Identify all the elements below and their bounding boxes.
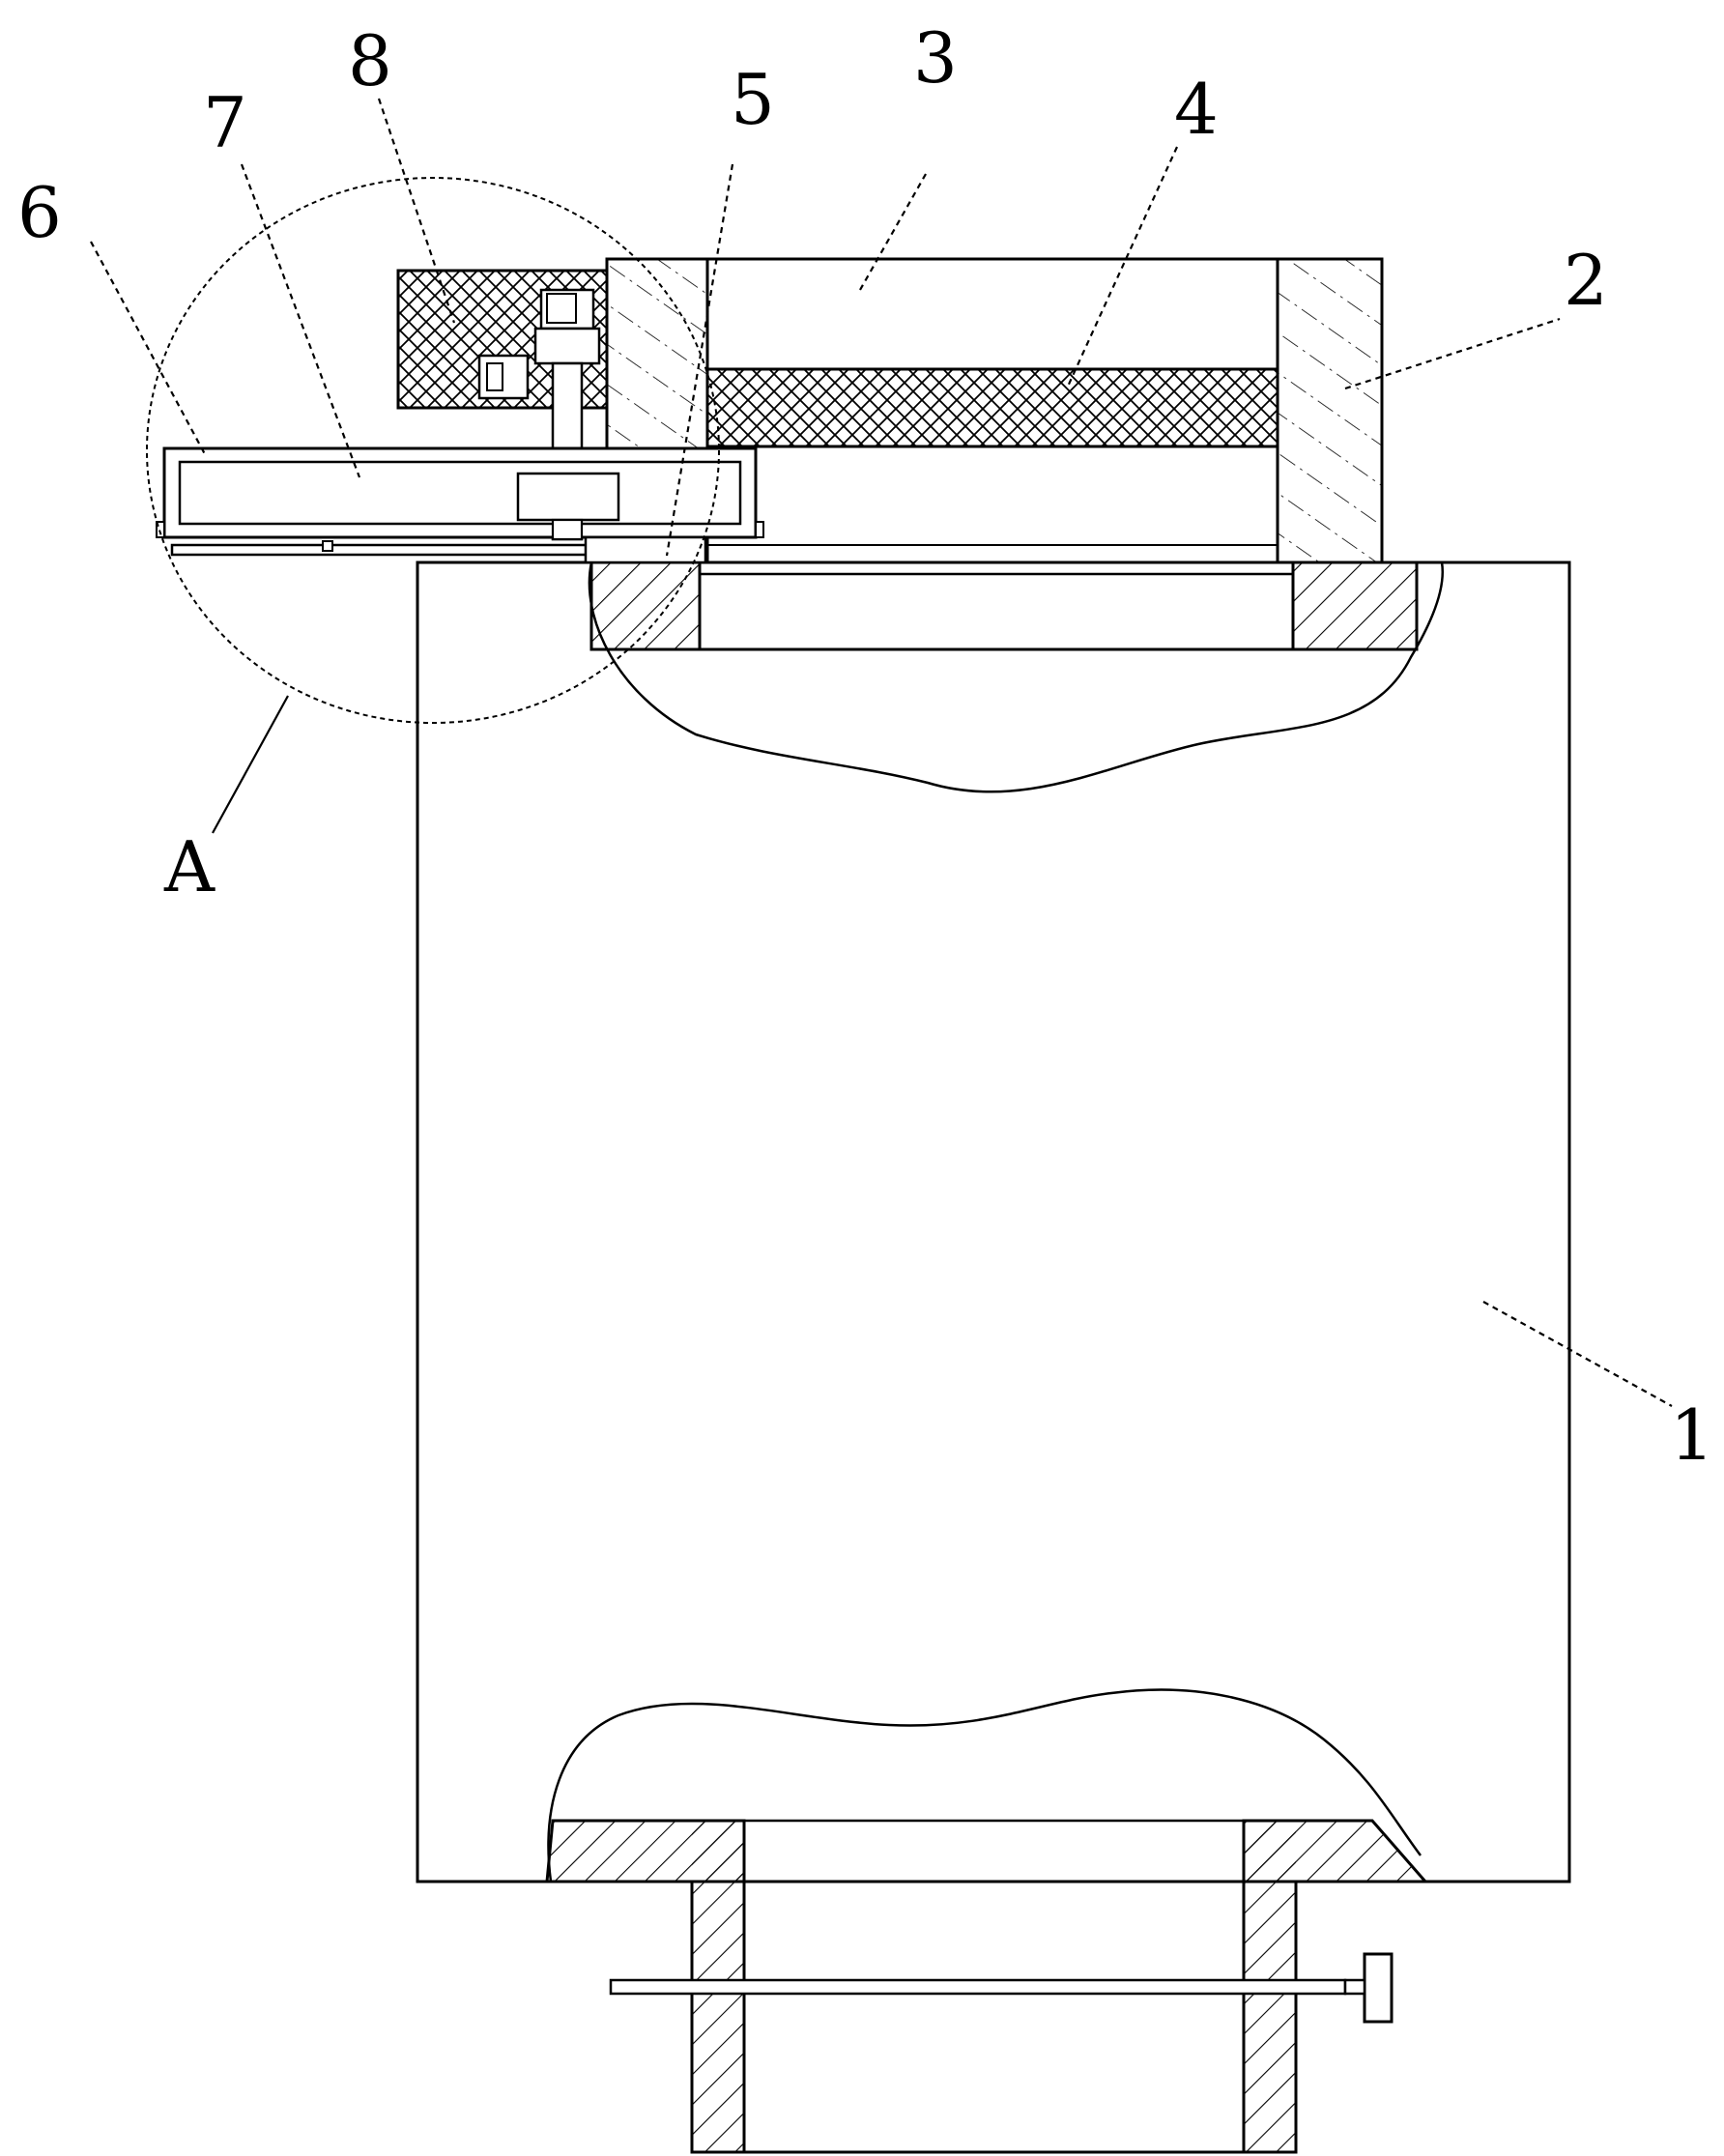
leader-6 [90,241,206,455]
leader-a [212,695,289,834]
label-2: 2 [1564,240,1608,321]
shaft-gear [516,472,620,522]
scraper-blade-pin [322,540,333,552]
motor-terminal-inner [486,362,503,391]
top-cutaway-break [588,561,1444,793]
valve-handle-neck [1343,1978,1366,1996]
bottom-cutaway-break [547,1688,1422,1883]
leader-7 [240,163,361,478]
leader-5 [665,163,734,557]
top-flange-left [589,561,702,651]
label-4: 4 [1174,69,1219,150]
label-3: 3 [913,17,958,99]
plate-inner-chamber [178,460,742,526]
filter-frame-right [1276,257,1384,564]
valve-handle [1363,1952,1394,2024]
scraper-mount [584,535,707,564]
leader-4 [1065,146,1179,389]
outlet-pipe-wall-right [1242,1880,1298,2154]
outlet-pipe-shoulder-left [692,1821,744,1882]
outlet-pipe-shoulder-right [1244,1821,1296,1882]
label-6: 6 [17,172,62,253]
leader-2 [1344,317,1561,390]
label-5: 5 [731,59,775,140]
detail-circle-a [146,177,720,724]
label-a: A [163,826,216,907]
leader-3 [859,173,927,291]
plate-end-tab-left [156,521,165,538]
label-7: 7 [203,82,247,163]
label-1: 1 [1670,1394,1714,1476]
top-flange-right [1291,561,1419,651]
leader-1 [1482,1301,1673,1407]
shaft-coupling-inner [546,293,577,324]
filter-screen [705,367,1279,448]
shaft-coupling-mid [533,327,601,365]
valve-rod [609,1978,1347,1996]
leader-8 [377,98,456,324]
scraper-blade [170,543,593,557]
outlet-pipe-wall-left [690,1880,746,2154]
main-housing [416,561,1571,1883]
plate-end-tab [755,521,764,538]
shaft-nut [551,518,584,541]
label-8: 8 [348,20,392,101]
